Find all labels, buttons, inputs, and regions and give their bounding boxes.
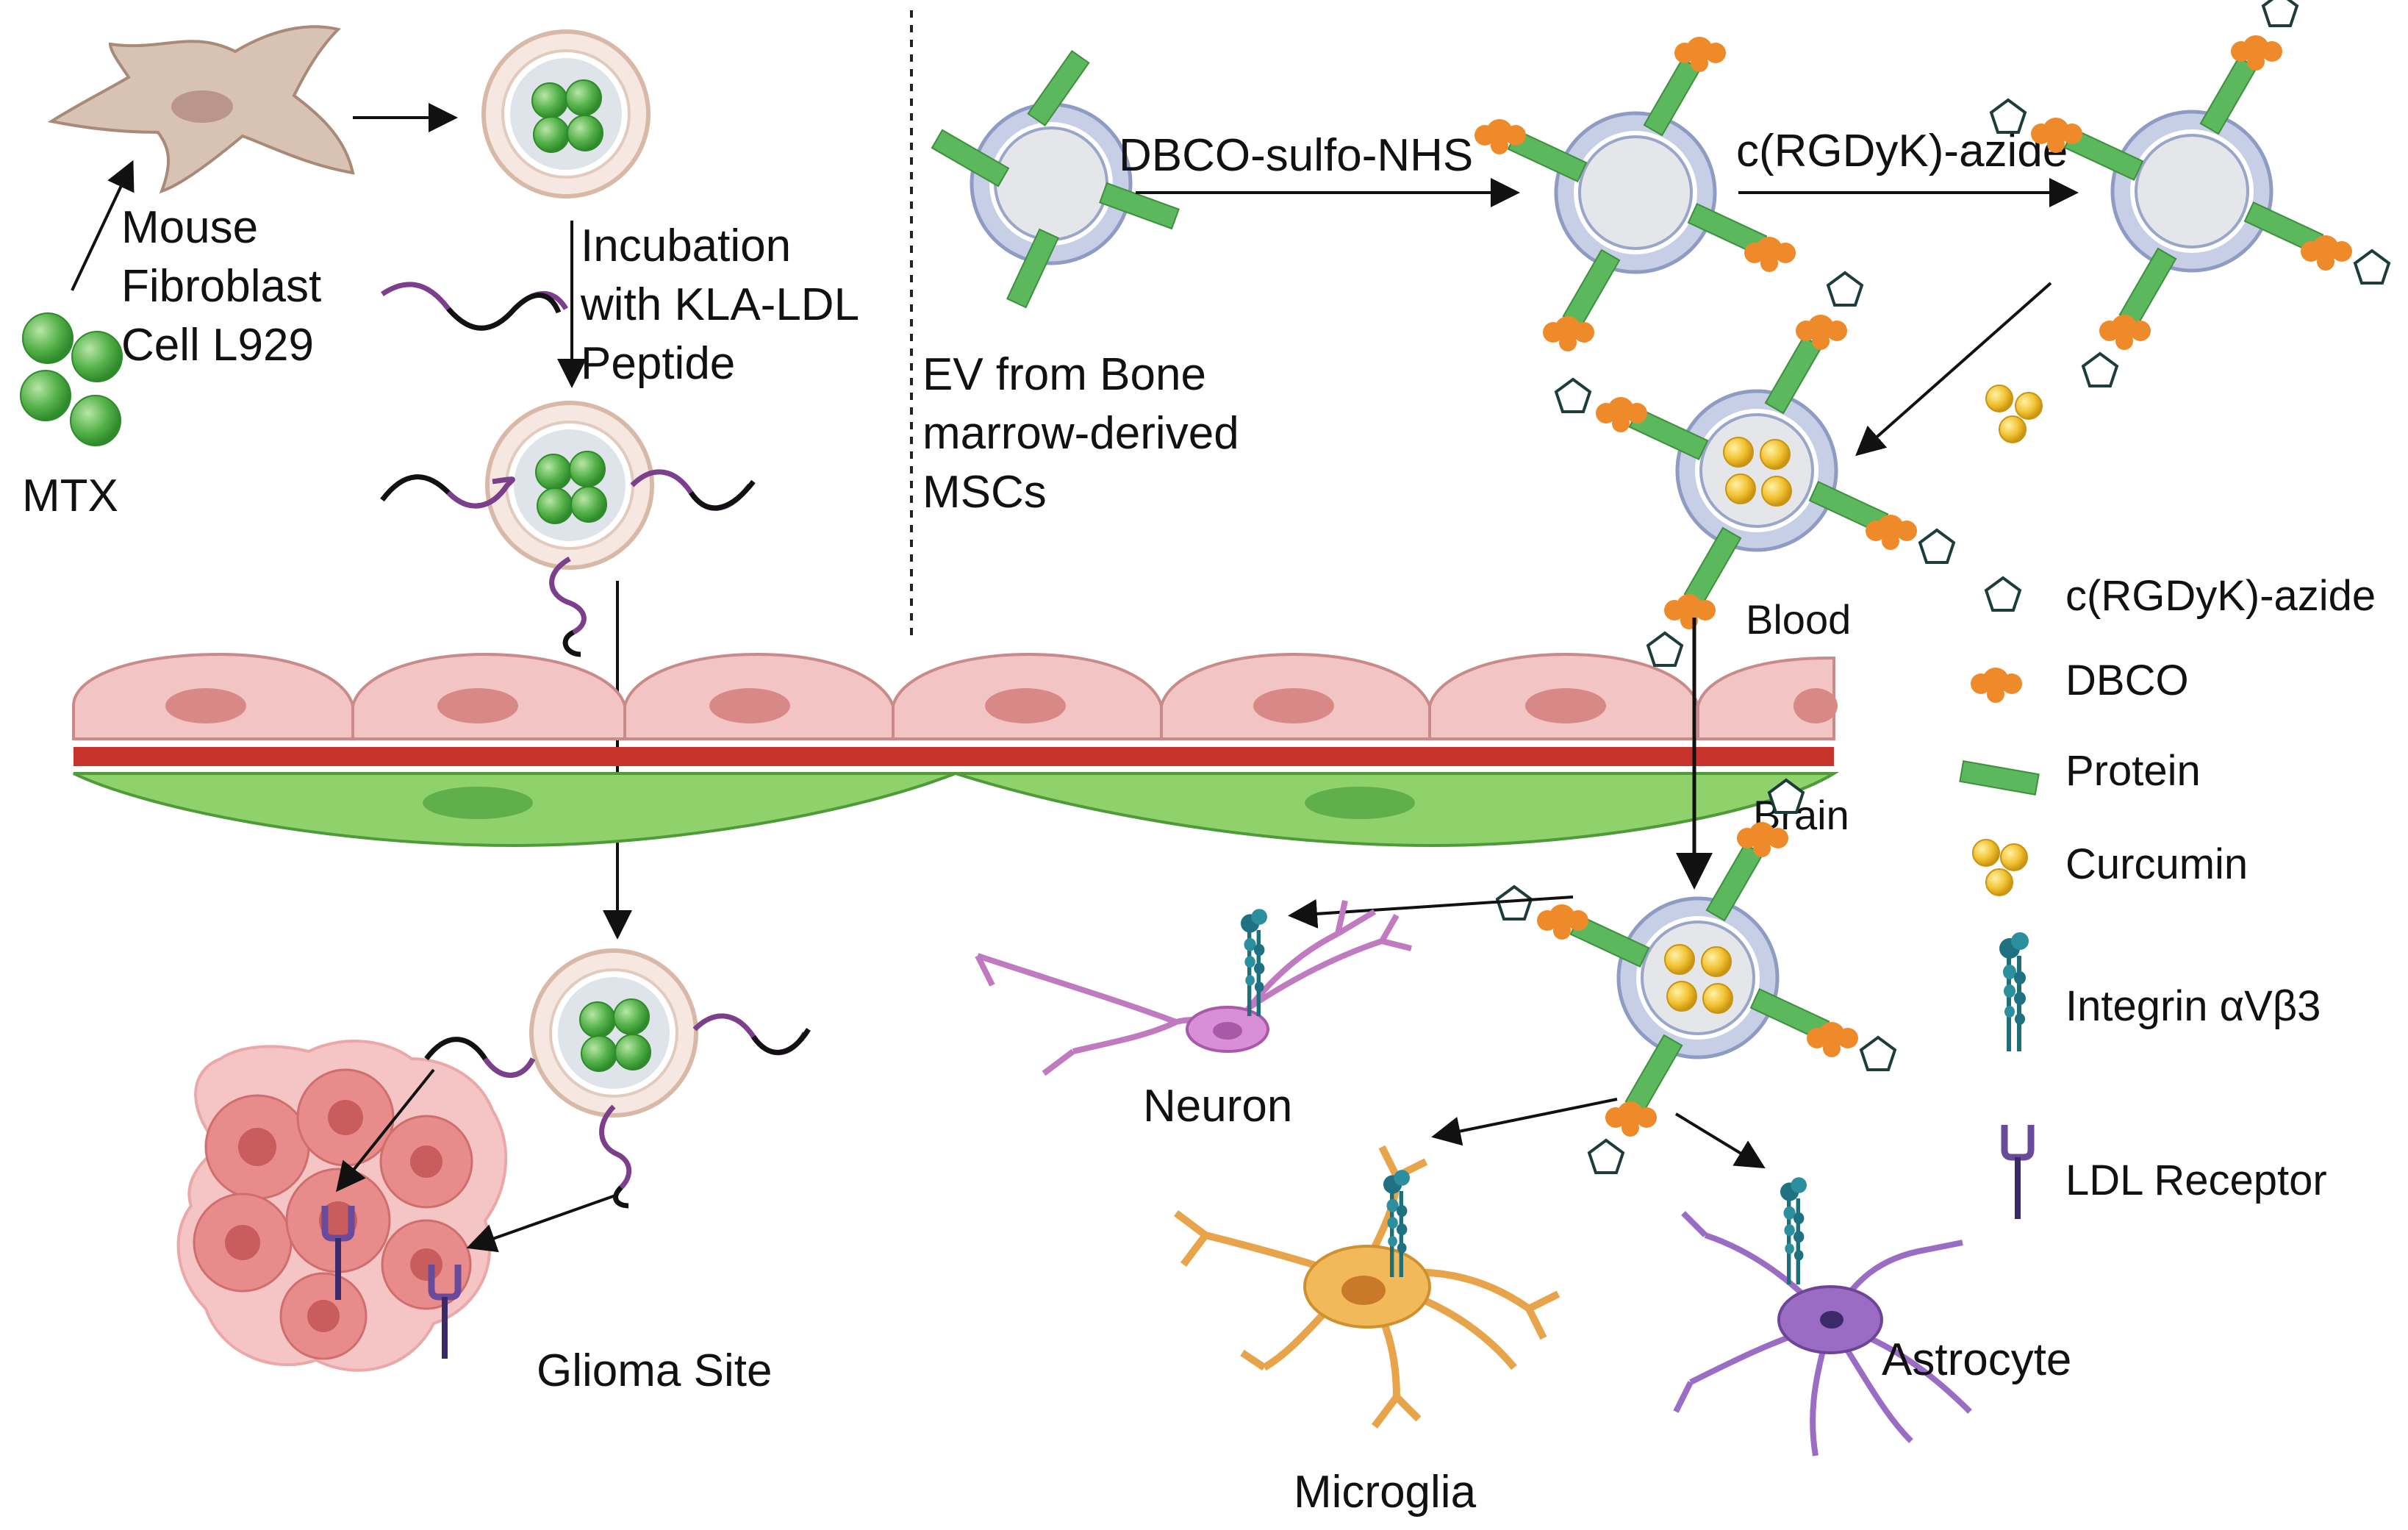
mtx-label: MTX (22, 471, 118, 521)
legend-label-curcumin: Curcumin (2065, 840, 2248, 888)
legend-label-rgd: c(RGDyK)-azide (2065, 572, 2376, 620)
blood-label: Blood (1746, 596, 1851, 643)
glioma-tumor-icon (176, 1040, 508, 1372)
microglia-label: Microglia (1294, 1467, 1477, 1518)
curcumin-icon (1985, 385, 2043, 443)
ev-source-label-2: marrow-derived (922, 408, 1239, 459)
pericyte-layer (73, 772, 1840, 848)
peptide-icon (381, 282, 569, 331)
incubation-label-2: with KLA-LDL (580, 279, 859, 330)
basement-membrane (74, 747, 1834, 766)
fibroblast-cell-icon (47, 25, 355, 194)
microglia-cell-icon (1174, 1145, 1560, 1429)
source-cell-label-3: Cell L929 (121, 320, 314, 371)
curcumin-icon (1972, 839, 2028, 896)
mtx-drug-icon (20, 312, 123, 446)
integrin-icon (1999, 932, 2029, 1051)
pentagon-icon (1985, 576, 2021, 612)
integrin-icon (1780, 1177, 1807, 1284)
dbco-icon (1971, 668, 2022, 703)
legend: c(RGDyK)-azide DBCO Protein Curcumin Int… (1959, 572, 2376, 1219)
legend-label-protein: Protein (2065, 747, 2201, 795)
ev-source-label-1: EV from Bone (922, 349, 1206, 400)
peptide-ev-vesicle-icon (487, 403, 652, 568)
loaded-ev-vesicle-icon (1496, 779, 1896, 1174)
ev-source-label-3: MSCs (922, 467, 1047, 518)
source-cell-label-1: Mouse (121, 202, 258, 253)
legend-label-integrin: Integrin αVβ3 (2065, 982, 2321, 1030)
astrocyte-cell-icon (1673, 1211, 1972, 1456)
endothelial-cell-layer (72, 652, 1838, 740)
step1-label: DBCO-sulfo-NHS (1119, 130, 1473, 181)
step2-label: c(RGDyK)-azide (1736, 126, 2068, 176)
legend-label-ldl: LDL Receptor (2065, 1157, 2327, 1204)
glioma-site-label: Glioma Site (537, 1345, 772, 1396)
incubation-label-3: Peptide (581, 338, 735, 389)
ev-vesicle-icon (484, 32, 648, 196)
ldl-receptor-icon (2004, 1125, 2031, 1219)
peptide-ev-vesicle-icon (531, 951, 696, 1115)
incubation-label-1: Incubation (581, 221, 791, 271)
neuron-cell-icon (975, 900, 1412, 1076)
astrocyte-label: Astrocyte (1882, 1334, 2071, 1385)
loaded-ev-vesicle-icon (1555, 271, 1955, 667)
legend-label-dbco: DBCO (2065, 657, 2189, 704)
neuron-label: Neuron (1143, 1081, 1292, 1132)
protein-bar-icon (1959, 760, 2040, 796)
source-cell-label-2: Fibroblast (121, 261, 321, 312)
